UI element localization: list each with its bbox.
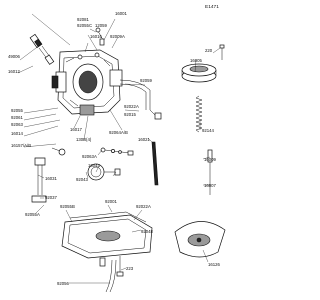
label-16126: 16126 — [208, 262, 221, 267]
drain-hose — [105, 259, 117, 293]
pilot-screw-set — [100, 147, 134, 156]
label-16014: 16014 — [11, 131, 24, 136]
carburetor-exploded-diagram: E1471 — [8, 4, 226, 293]
label-92009a-top: 92009A — [110, 34, 125, 39]
label-92048: 92048 — [141, 229, 154, 234]
label-223: 223 — [126, 266, 134, 271]
pipe-cap — [31, 195, 47, 203]
label-92144: 92144 — [202, 128, 215, 133]
label-130b: 130B(4) — [76, 137, 92, 142]
label-16001: 16001 — [115, 11, 128, 16]
label-16016: 16016 — [90, 34, 103, 39]
bowl-gasket — [69, 211, 147, 223]
label-92022a: 92022A — [124, 104, 139, 109]
label-92055b: 92055B — [60, 204, 75, 209]
label-92001: 92001 — [105, 199, 118, 204]
label-16007: 16007 — [204, 183, 217, 188]
drain-screw — [116, 256, 124, 277]
label-16021: 16021 — [138, 137, 151, 142]
label-16017: 16017 — [70, 127, 83, 132]
jet-needle-assembly — [207, 149, 213, 195]
part-labels: 16001 92081 92055C 12059 16016 92009A 49… — [8, 11, 221, 286]
vent-hose — [119, 79, 151, 110]
label-16157: 16157/A/B — [11, 143, 31, 148]
label-92063a: 92063A — [82, 154, 97, 159]
label-16012: 16012 — [8, 69, 21, 74]
chamber-cover — [181, 63, 217, 83]
label-92063: 92063 — [11, 122, 24, 127]
label-92055c: 92055C — [77, 23, 92, 28]
label-92043: 92043 — [76, 177, 89, 182]
label-92059: 92059 — [140, 78, 153, 83]
figure-code: E1471 — [205, 4, 219, 10]
label-16031: 16031 — [45, 176, 58, 181]
leader-lines — [17, 13, 221, 284]
label-92022a-low: 92022A — [136, 204, 151, 209]
label-92061: 92061 — [11, 115, 24, 120]
label-92081: 92081 — [77, 17, 90, 22]
air-cut-valve-cover — [174, 221, 226, 258]
cover-screw — [219, 44, 225, 60]
label-92015: 92015 — [124, 112, 137, 117]
label-92055: 92055 — [11, 108, 24, 113]
label-92056: 92056 — [57, 281, 70, 286]
carburetor-body — [51, 49, 123, 116]
joint-fitting — [51, 147, 66, 156]
label-16005: 16005 — [190, 58, 203, 63]
float-bowl — [61, 214, 153, 267]
label-92055a: 92055A — [25, 212, 40, 217]
label-49006: 49006 — [8, 54, 21, 59]
vacuum-spring — [195, 95, 203, 133]
throttle-stop-screw — [95, 27, 105, 46]
label-220: 220 — [205, 48, 213, 53]
label-16009: 16009 — [204, 157, 217, 162]
label-16044: 16044 — [88, 163, 101, 168]
overflow-pipe — [34, 157, 46, 195]
label-92037: 92037 — [45, 195, 58, 200]
choke-plunger-assembly — [29, 33, 55, 65]
label-92064ab: 92064A/B — [109, 130, 128, 135]
jet-plug — [149, 109, 162, 120]
label-12059: 12059 — [95, 23, 108, 28]
needle-jet — [151, 141, 159, 186]
